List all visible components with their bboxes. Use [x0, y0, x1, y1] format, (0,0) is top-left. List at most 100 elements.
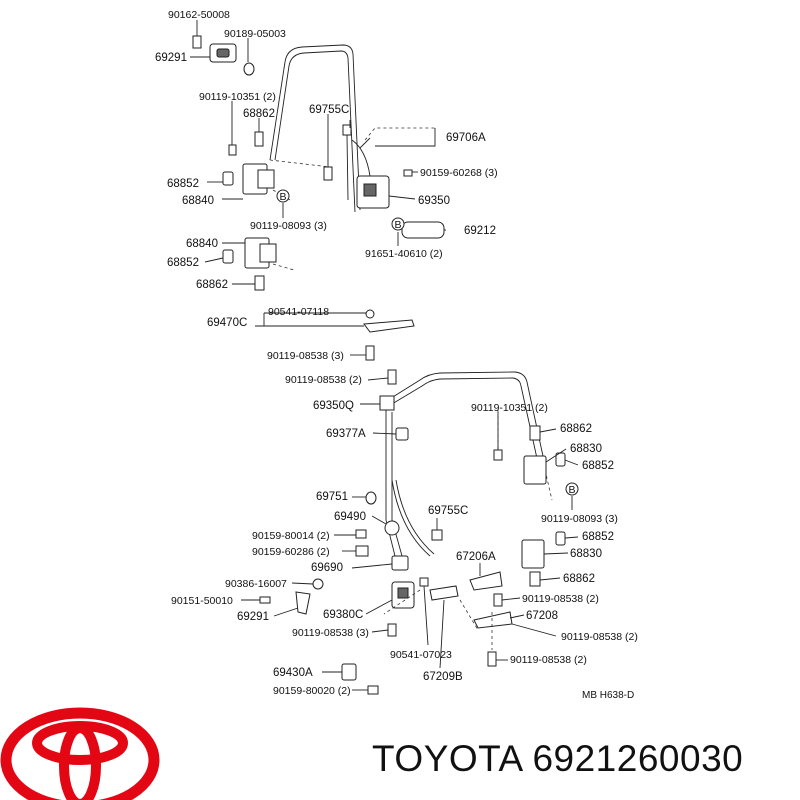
callout-label: 68852 — [167, 257, 199, 269]
part-number: 6921260030 — [532, 738, 744, 779]
screw-90151-50010 — [259, 596, 271, 604]
callout-label: 68862 — [560, 423, 592, 435]
clip-69377A — [395, 427, 409, 441]
callout-label: 69490 — [334, 511, 366, 523]
clip-90541-07023 — [419, 577, 429, 587]
callout-label: 69690 — [311, 562, 343, 574]
lower-part-group — [259, 395, 566, 695]
callout-label: 90119-08538 (2) — [522, 593, 599, 605]
lever-69690 — [391, 555, 409, 571]
bushing-69490 — [384, 520, 400, 536]
callout-label: 90151-50010 — [171, 595, 233, 607]
callout-label: 90119-08093 (3) — [250, 220, 327, 232]
callout-label: 90162-50008 — [168, 9, 230, 21]
callout-label: 68830 — [570, 443, 602, 455]
lower-leader-lines — [241, 403, 579, 691]
screw-90159-80020 — [367, 685, 379, 695]
screw-90159-80014 — [355, 529, 367, 539]
callout-label: 69350Q — [313, 400, 354, 412]
top-part-group — [192, 35, 445, 291]
grommet-90386-16007 — [312, 578, 324, 590]
clip-68862-top — [254, 131, 264, 147]
callout-label: 69755C — [428, 505, 468, 517]
callout-label: 68852 — [582, 531, 614, 543]
bolt-90119-08538-lower-a — [493, 593, 503, 607]
latch-69350-core — [363, 183, 377, 197]
clip-69755C-lower — [431, 529, 443, 541]
nut-90189-05003 — [243, 62, 255, 76]
latch-69350Q — [379, 395, 395, 411]
diagram-code: MB H638-D — [582, 690, 635, 701]
handle-69291-lower — [295, 591, 311, 615]
hinge-68830-upper — [523, 455, 547, 485]
callout-label: 90159-60286 (2) — [252, 546, 330, 558]
callout-label: 90119-08538 (3) — [292, 627, 369, 639]
callout-label: 69212 — [464, 225, 496, 237]
clip-68862-mid — [254, 275, 265, 291]
label-box-69706A — [375, 128, 436, 147]
bracket-69470C — [363, 319, 415, 333]
callout-label: 91651-40610 (2) — [365, 248, 443, 260]
callout-label: 90119-08538 (2) — [561, 631, 638, 643]
bolt-90119-08538-3b — [387, 623, 397, 637]
bolt-90119-08538-2c — [487, 651, 497, 667]
callout-label: 68852 — [582, 460, 614, 472]
callout-label: 90159-80014 (2) — [252, 530, 330, 542]
bolt-90119-08538-2a — [387, 369, 397, 385]
callout-label: 69751 — [316, 491, 348, 503]
screw-90159-60286 — [355, 545, 369, 557]
clip-68862-lower — [529, 425, 541, 441]
bolt-90119-10351-top — [228, 144, 237, 156]
middle-part-group — [255, 309, 415, 385]
hinge-68840-top-leaf — [257, 169, 275, 189]
bushing-68852-mid — [222, 249, 234, 264]
callout-label: 90119-08538 (2) — [510, 654, 587, 666]
bracket-67209B — [429, 585, 459, 601]
bolt-90119-08538-3a — [365, 345, 375, 361]
screw-90162-50008 — [192, 35, 202, 49]
bushing-68852-lower — [555, 531, 566, 546]
screw-90159-60268 — [403, 169, 413, 177]
b-marker-1: B — [276, 189, 290, 203]
callout-label: 90119-10351 (2) — [471, 402, 548, 414]
callout-label: 69706A — [446, 132, 486, 144]
callout-label: 90119-08538 (2) — [285, 374, 362, 386]
callout-label: 69291 — [155, 52, 187, 64]
b-marker-label: B — [279, 191, 286, 203]
handle-69291-top-inner — [216, 48, 230, 58]
callout-label: 68862 — [563, 573, 595, 585]
hinge-68840-mid-leaf — [259, 243, 277, 263]
bracket-67208 — [473, 611, 513, 629]
callout-label: 90541-07118 — [268, 306, 329, 318]
callout-label: 90386-16007 — [225, 578, 287, 590]
callout-label: 90189-05003 — [224, 28, 286, 40]
callout-label: 69291 — [237, 611, 269, 623]
b-marker-2: B — [391, 217, 405, 231]
b-marker-label: B — [568, 484, 575, 496]
callout-label: 67209B — [423, 671, 463, 683]
toyota-logo — [0, 707, 160, 800]
hinge-68830-lower — [521, 539, 545, 569]
clip-69755C-top — [323, 166, 333, 181]
callout-label: 90119-08538 (3) — [267, 350, 344, 362]
callout-label: 69430A — [273, 667, 313, 679]
callout-label: 90541-07023 — [390, 649, 452, 661]
callout-label: 90119-10351 (2) — [199, 91, 276, 103]
upper-leader-lines — [190, 20, 446, 285]
brand-part-number-line: TOYOTA 6921260030 — [372, 738, 743, 780]
upper-door-frame — [269, 44, 435, 213]
callout-label: 67208 — [526, 610, 558, 622]
callout-label: 69380C — [323, 609, 363, 621]
callout-label: 90159-80020 (2) — [273, 685, 351, 697]
callout-label: 69470C — [207, 317, 247, 329]
callout-label: 68830 — [570, 548, 602, 560]
bracket-67206A — [469, 571, 503, 591]
callout-label: 68862 — [196, 279, 228, 291]
callout-label: 67206A — [456, 551, 496, 563]
brand-name: TOYOTA — [372, 738, 522, 779]
callout-labels: 90162-50008 90189-05003 69291 90119-1035… — [155, 9, 638, 697]
b-marker-label: B — [394, 219, 401, 231]
callout-label: 90159-60268 (3) — [420, 167, 498, 179]
